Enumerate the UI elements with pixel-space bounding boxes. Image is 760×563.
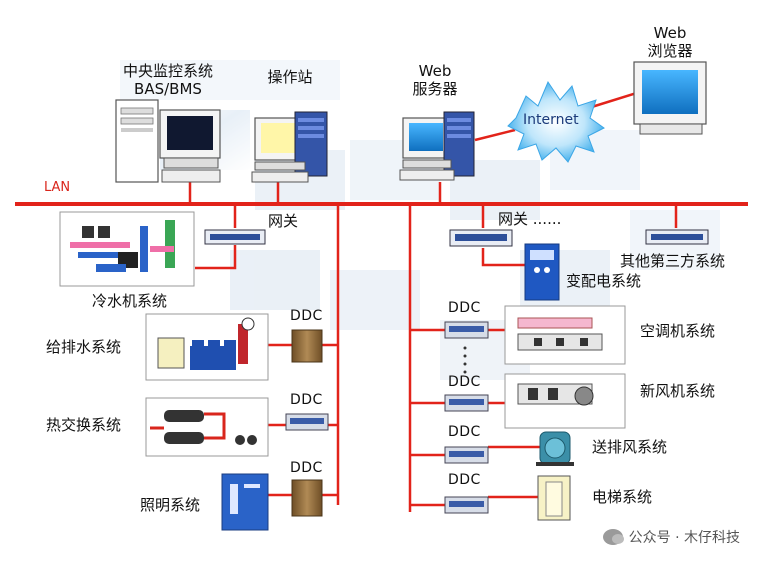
ahu-panel	[504, 305, 626, 365]
bms-computer	[115, 99, 221, 183]
gateway-third-party	[645, 229, 709, 245]
ddc-water-supply-label: DDC	[290, 308, 323, 324]
browser-label-line2: 浏览器	[647, 42, 693, 60]
lighting-label: 照明系统	[140, 496, 201, 514]
heat-exchange-panel	[145, 397, 269, 457]
exhaust-fan	[536, 431, 574, 466]
workstation-computer	[251, 111, 328, 183]
browser-label: Web 浏览器	[630, 24, 710, 60]
wechat-icon	[602, 529, 624, 545]
power-system-label: 变配电系统	[566, 272, 642, 290]
web-server-label-line1: Web	[418, 62, 452, 80]
bms-label-line1: 中央监控系统	[122, 62, 213, 80]
web-server-label: Web 服务器	[395, 62, 475, 98]
left-ddc-boxes	[285, 329, 329, 517]
ddc-lighting-label: DDC	[290, 460, 323, 476]
right-ddc-boxes	[444, 321, 489, 514]
fresh-air-panel	[504, 373, 626, 429]
water-supply-panel	[145, 313, 269, 381]
heat-exchange-label: 热交换系统	[46, 416, 122, 434]
lan-label: LAN	[44, 180, 71, 195]
chiller-label: 冷水机系统	[92, 292, 168, 310]
internet-cloud	[507, 80, 605, 163]
ddc-exhaust-label: DDC	[448, 424, 481, 440]
bms-label-line2: BAS/BMS	[134, 80, 202, 98]
gateway-left-label: 网关	[268, 212, 299, 230]
watermark-text: 公众号 · 木仔科技	[628, 530, 740, 546]
chiller-system-panel	[59, 211, 195, 287]
water-supply-label: 给排水系统	[46, 338, 122, 356]
web-server-label-line2: 服务器	[412, 80, 458, 98]
exhaust-label: 送排风系统	[592, 438, 668, 456]
elevator-label: 电梯系统	[592, 488, 653, 506]
web-server-computer	[399, 111, 475, 181]
internet-label: Internet	[523, 112, 579, 128]
workstation-label: 操作站	[267, 68, 313, 86]
ddc-fresh-air-label: DDC	[448, 374, 481, 390]
ddc-elevator-label: DDC	[448, 472, 481, 488]
gateway-left	[204, 229, 266, 245]
elevator	[537, 475, 571, 521]
gateway-middle-label: 网关 ......	[498, 210, 562, 228]
ddc-ahu-label: DDC	[448, 300, 481, 316]
browser-computer	[633, 61, 707, 135]
gateway-middle	[449, 229, 513, 247]
browser-label-line1: Web	[653, 24, 687, 42]
lighting-panel	[221, 473, 269, 531]
ddc-heat-exchange-label: DDC	[290, 392, 323, 408]
watermark: 公众号 · 木仔科技	[602, 527, 740, 547]
third-party-label: 其他第三方系统	[620, 252, 726, 270]
ahu-label: 空调机系统	[640, 322, 716, 340]
bms-label: 中央监控系统 BAS/BMS	[108, 62, 228, 98]
lan-drops	[188, 90, 678, 512]
power-distribution-cabinet	[524, 243, 560, 301]
fresh-air-label: 新风机系统	[640, 382, 716, 400]
